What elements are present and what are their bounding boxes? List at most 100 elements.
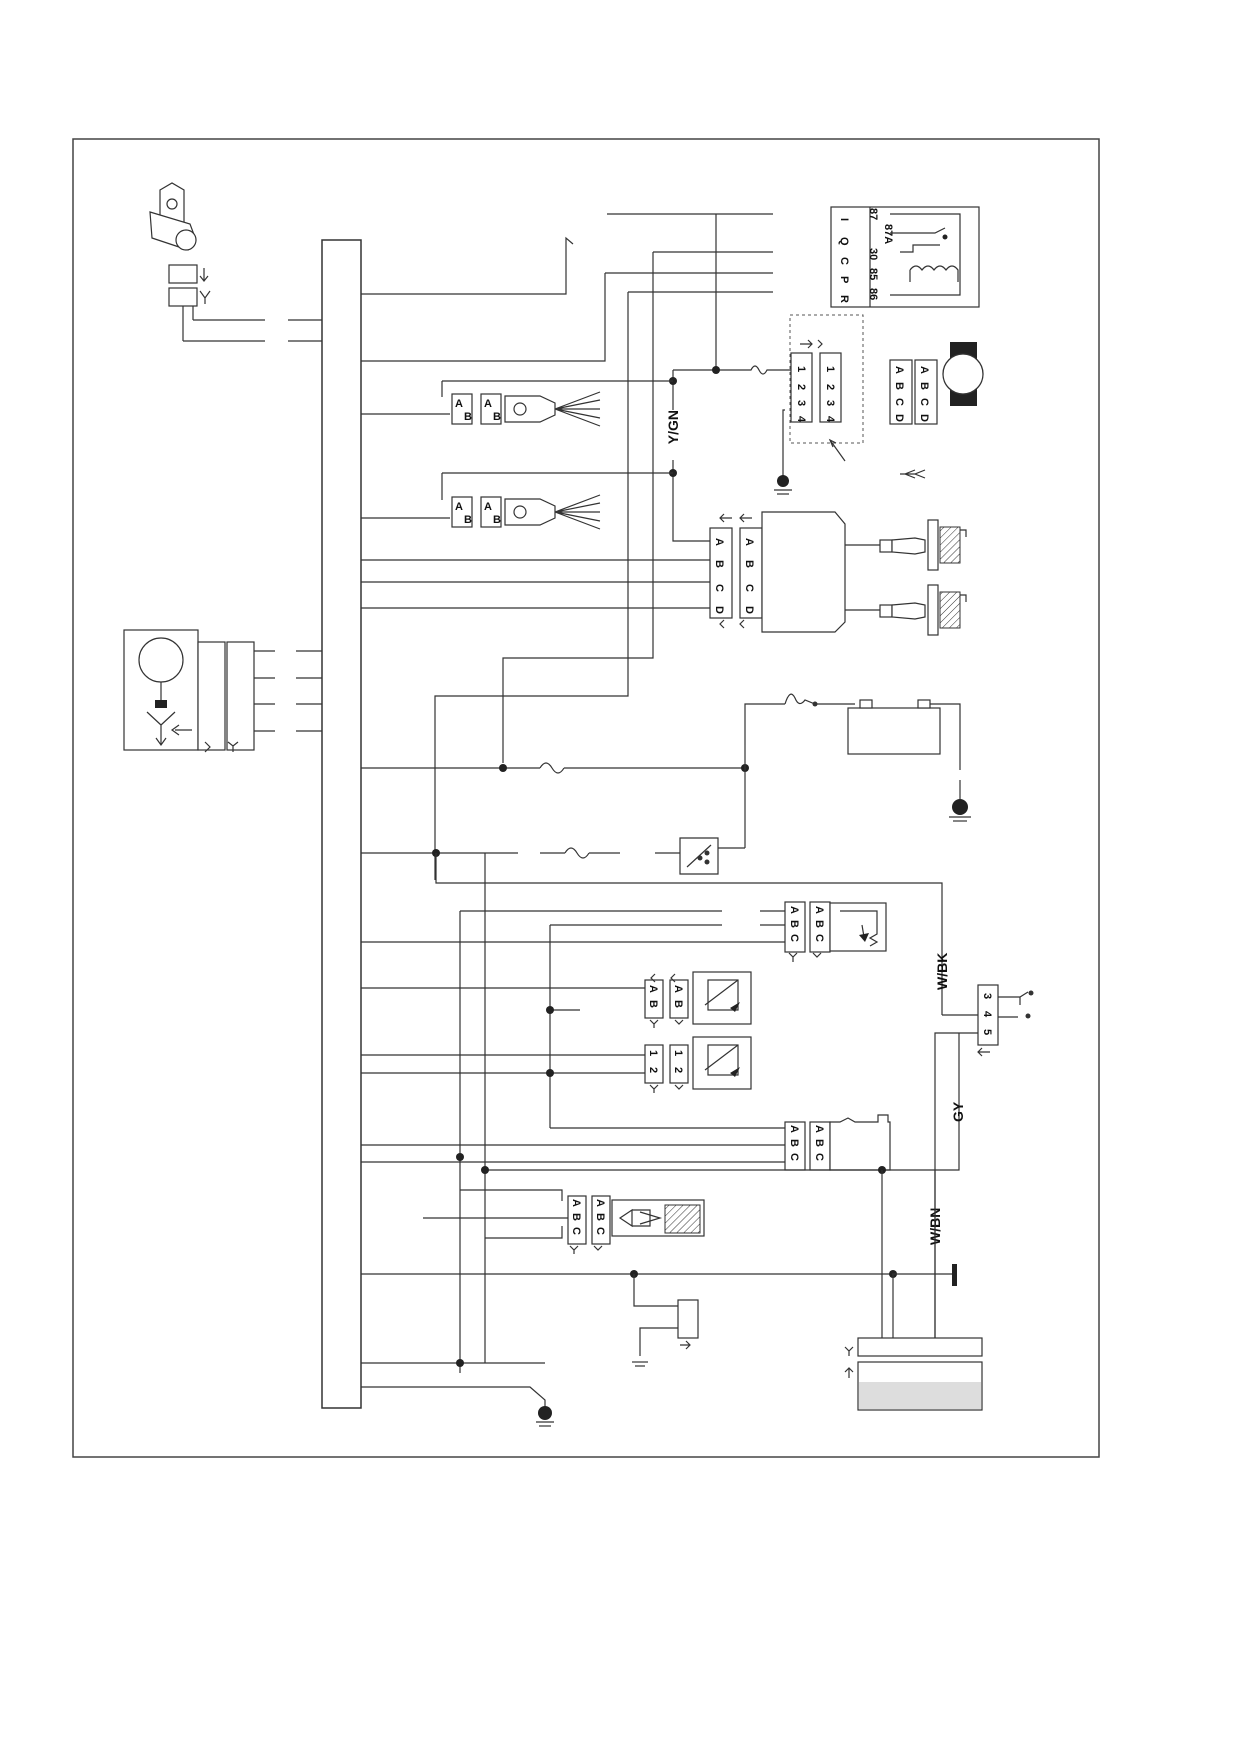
pin-label: B [788,1139,800,1147]
temperature-sensor-1: A B A B [361,971,752,1028]
pin-label: C [788,1153,800,1161]
injector-1: A B A B [361,360,601,427]
pin-label: C [743,584,755,592]
wire-label-ygn: Y/GN [665,410,681,444]
pin-label: D [893,414,905,422]
ignition-coil: A B C D A B C D [361,511,880,633]
wire-top-break [361,236,574,295]
pin-label: 5 [981,1029,993,1035]
sensor-potentiometer-1: A B C A B C [361,901,887,962]
pin-label: 1 [795,366,807,372]
pin-label: A [647,985,659,993]
relay-pin-label: C [838,257,850,265]
pin-label: A [672,985,684,993]
pin-label: B [788,920,800,928]
diagram-frame [72,138,1100,1458]
pin-label: 2 [672,1067,684,1073]
pin-label: 4 [981,1011,993,1018]
relay-pin-label: 86 [867,288,879,300]
pressure-sensor: A B C A B C [361,1114,891,1171]
relay-pin-label: 85 [867,268,879,280]
pin-label: A [713,538,725,546]
pin-label: 1 [647,1050,659,1056]
junction-dot [456,1153,464,1161]
relay-pin-label: R [838,295,850,303]
pin-label: C [893,398,905,406]
pin-label: C [570,1227,582,1235]
relay-pin-label: 87 [867,208,879,220]
spark-plug-1 [879,519,967,571]
pin-label: 4 [824,416,836,423]
pin-label: A [594,1199,606,1207]
pin-label: C [813,1153,825,1161]
wire-label-wbk: W/BK [934,953,950,990]
pin-label: D [713,606,725,614]
pin-label: A [788,906,800,914]
relay-label-row1: I Q C P R [838,218,850,303]
pin-label: B [464,411,472,423]
relay-pin-label: I [838,218,850,221]
ecu-connector-block [321,239,362,1409]
pin-label: C [813,934,825,942]
injector-2: A B A B [361,472,601,530]
relay-label-row2: 87 87A 30 85 86 [867,208,894,300]
pin-label: C [918,398,930,406]
pin-label: B [713,560,725,568]
pin-label: B [647,1000,659,1008]
pin-label: 1 [672,1050,684,1056]
pin-label: C [713,584,725,592]
relay-feed-wires [416,213,773,880]
pin-label: B [464,514,472,526]
pin-label: 3 [795,400,807,406]
ground-relay [774,475,792,495]
pin-label: A [484,398,492,410]
pin-label: B [594,1213,606,1221]
pin-label: B [743,560,755,568]
relay-pin-label: P [838,276,850,283]
pin-label: 3 [981,993,993,999]
fuel-pump-motor: A B C D A B C D [889,342,984,479]
relay-pin-label: 30 [867,248,879,260]
pin-label: A [788,1125,800,1133]
temperature-sensor-2: 1 2 1 2 [361,1036,752,1093]
pin-label: B [493,514,501,526]
wire-label-gy: GY [950,1101,966,1122]
pin-label: C [594,1227,606,1235]
fuse-line-1 [361,745,749,848]
pin-label: A [455,398,463,410]
pin-label: B [893,382,905,390]
pin-label: A [743,538,755,546]
ground-bottom [361,1359,554,1427]
spark-plug-2 [879,584,967,636]
pin-label: A [918,366,930,374]
pin-label: 1 [824,366,836,372]
pin-label: 4 [795,416,807,423]
crankshaft-sensor [149,182,322,342]
fuel-pump-connector: 1 2 3 4 1 2 3 4 [716,314,864,477]
pin-label: A [813,906,825,914]
relay-pin-label: 87A [882,224,894,244]
battery-circuit [744,693,971,822]
pin-label: B [918,382,930,390]
pin-label: 3 [824,400,836,406]
ignition-switch-line [361,837,943,1015]
pin-label: D [918,414,930,422]
pin-label: 2 [824,384,836,390]
relay-pin-label: Q [838,237,850,246]
pin-label: B [813,1139,825,1147]
pin-label: D [743,606,755,614]
pin-label: B [493,411,501,423]
pin-label: 2 [647,1067,659,1073]
instrument-panel [844,1170,983,1411]
pin-label: C [788,934,800,942]
idle-actuator: A B C A B C [423,1189,705,1254]
side-stand-switch: 3 4 5 W/BK GY W/BN [485,953,1034,1346]
pin-label: 2 [795,384,807,390]
pin-label: B [813,920,825,928]
pin-label: B [672,1000,684,1008]
pin-label: A [570,1199,582,1207]
throttle-idle-module [123,629,322,753]
pin-label: A [455,501,463,513]
pin-label: A [893,366,905,374]
